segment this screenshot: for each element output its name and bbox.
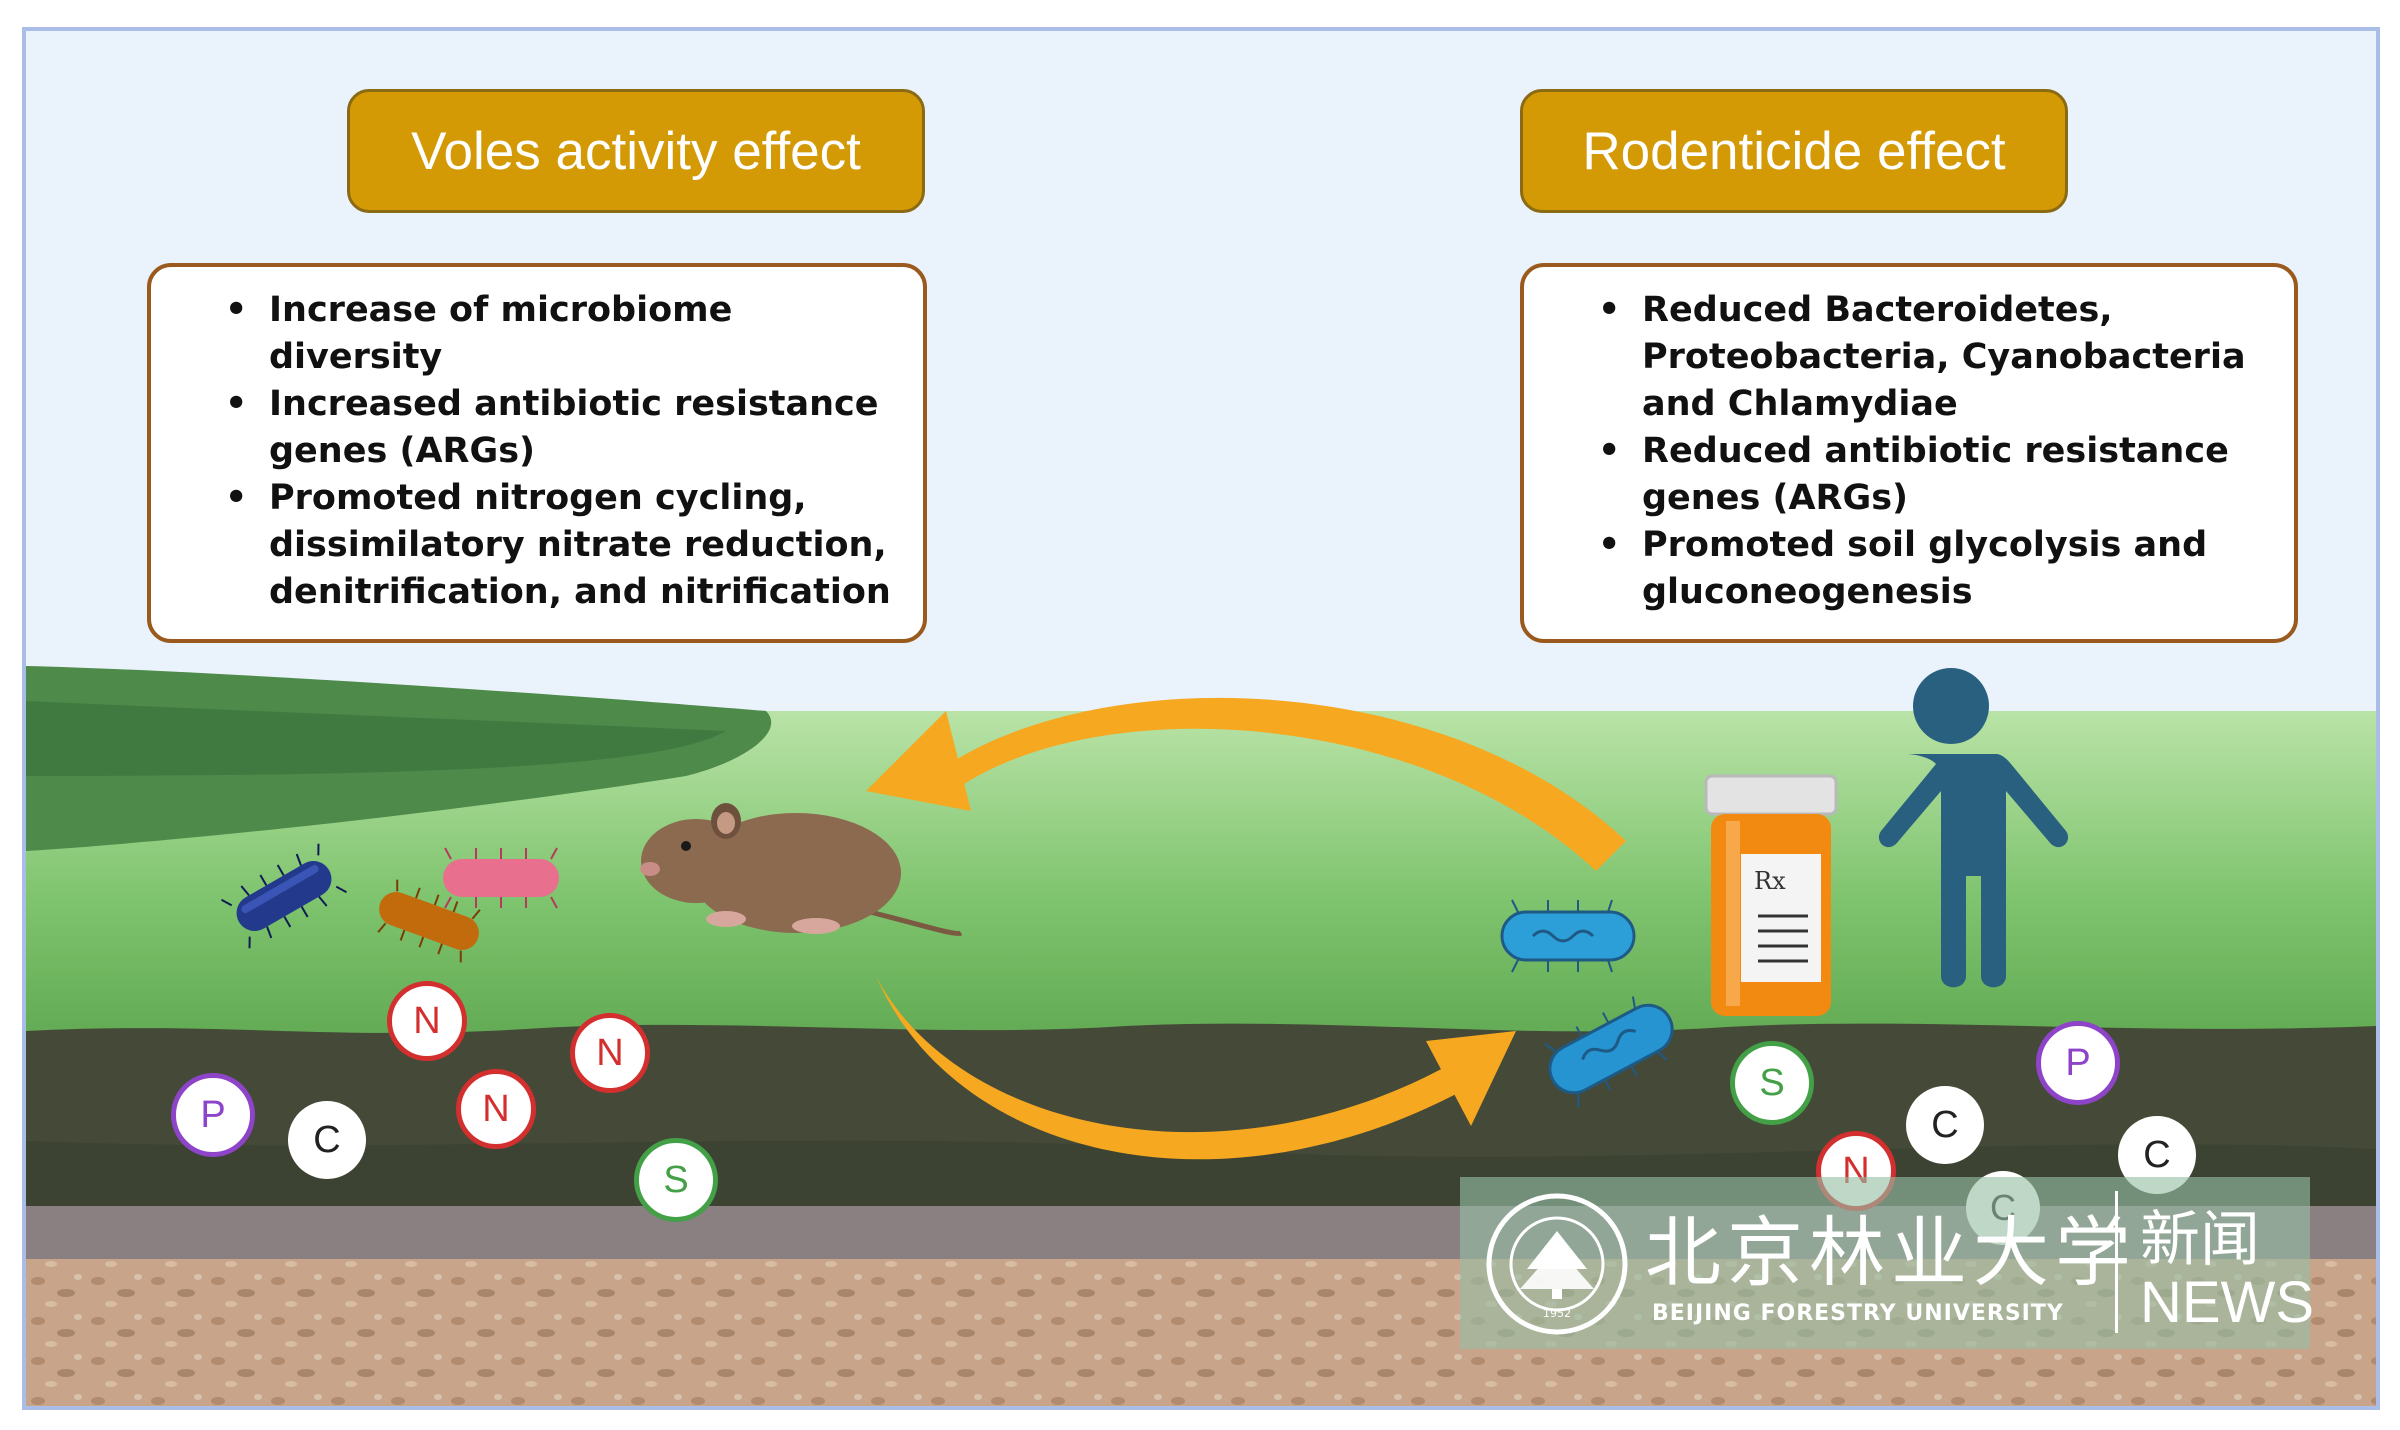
nutrient-n-3: N <box>456 1069 536 1149</box>
news-label-en: NEWS <box>2140 1270 2314 1335</box>
rodenticide-bottle: Rx <box>1704 774 1838 1016</box>
rodenticide-bullet-2: Reduced antibiotic resistance genes (ARG… <box>1598 428 2294 522</box>
nutrient-s-2: S <box>1730 1041 1814 1125</box>
nutrient-s-1: S <box>634 1138 718 1222</box>
university-seal-icon: 1952 <box>1486 1193 1628 1335</box>
rodenticide-effect-box: Reduced Bacteroidetes, Proteobacteria, C… <box>1520 263 2298 643</box>
university-watermark: 1952 北京林业大学 BEIJING FORESTRY UNIVERSITY … <box>1460 1177 2314 1349</box>
rodenticide-bullet-1: Reduced Bacteroidetes, Proteobacteria, C… <box>1598 287 2294 428</box>
rodenticide-effect-list: Reduced Bacteroidetes, Proteobacteria, C… <box>1524 287 2294 616</box>
university-name-en: BEIJING FORESTRY UNIVERSITY <box>1652 1301 2064 1326</box>
voles-bullet-2: Increased antibiotic resistance genes (A… <box>225 381 923 475</box>
nutrient-n-2: N <box>570 1013 650 1093</box>
rx-label: Rx <box>1754 867 1786 895</box>
nutrient-c-1: C <box>288 1101 366 1179</box>
nutrient-n-1: N <box>387 981 467 1061</box>
university-name-cn: 北京林业大学 <box>1645 1208 2137 1297</box>
rodenticide-effect-title: Rodenticide effect <box>1520 89 2068 213</box>
rodenticide-bullet-3: Promoted soil glycolysis and gluconeogen… <box>1598 522 2294 616</box>
bacteria-pink <box>443 847 559 909</box>
arrow-to-vole <box>946 697 1626 871</box>
diagram-frame: Rx N N N P C S S P C C N C Voles activit… <box>22 27 2380 1410</box>
voles-effect-list: Increase of microbiome diversity Increas… <box>151 287 923 616</box>
voles-bullet-1: Increase of microbiome diversity <box>225 287 923 381</box>
nutrient-c-2: C <box>1906 1086 1984 1164</box>
voles-bullet-3: Promoted nitrogen cycling, dissimilatory… <box>225 475 923 616</box>
bacteria-cyan-2 <box>1544 996 1674 1108</box>
human-figure <box>1878 668 2069 988</box>
arrow-to-bacteria <box>876 976 1471 1160</box>
bacteria-blue <box>221 843 347 949</box>
bacteria-orange <box>377 879 481 963</box>
nutrient-p-2: P <box>2036 1021 2120 1105</box>
bacteria-cyan-1 <box>1500 899 1636 973</box>
voles-effect-box: Increase of microbiome diversity Increas… <box>147 263 927 643</box>
vole <box>640 803 963 937</box>
news-label-cn: 新闻 <box>2140 1205 2260 1275</box>
svg-text:1952: 1952 <box>1543 1307 1571 1320</box>
nutrient-p-1: P <box>171 1073 255 1157</box>
watermark-divider <box>2115 1191 2118 1333</box>
voles-effect-title: Voles activity effect <box>347 89 925 213</box>
